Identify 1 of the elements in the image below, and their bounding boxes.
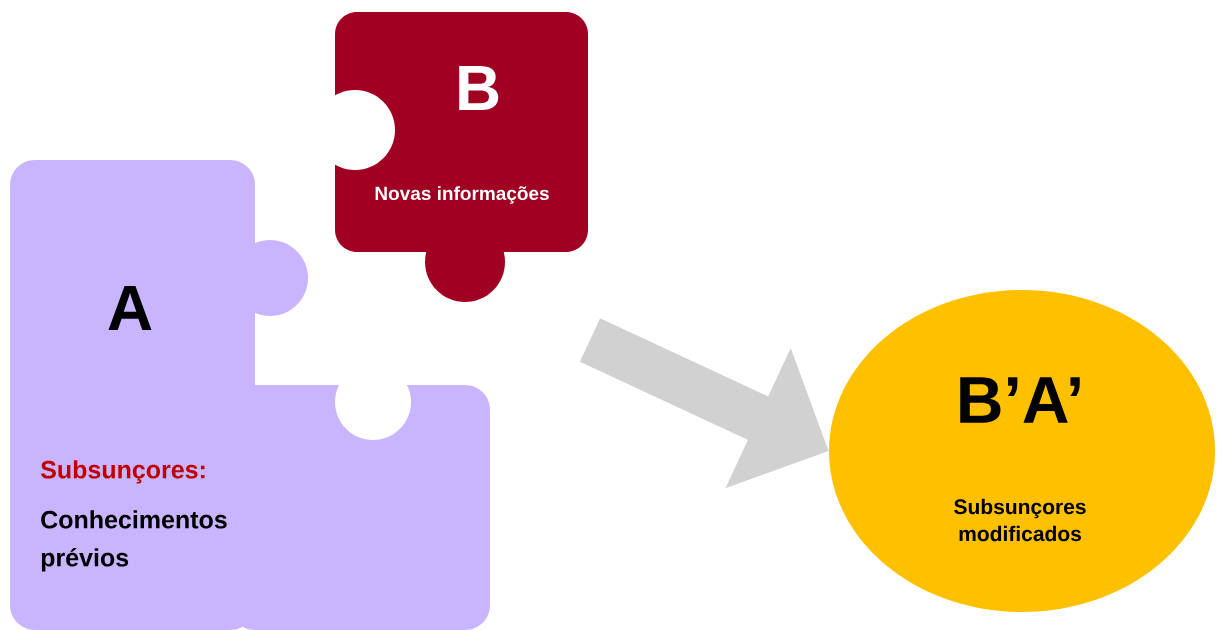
puzzle-piece: B Novas informações — [315, 12, 588, 302]
